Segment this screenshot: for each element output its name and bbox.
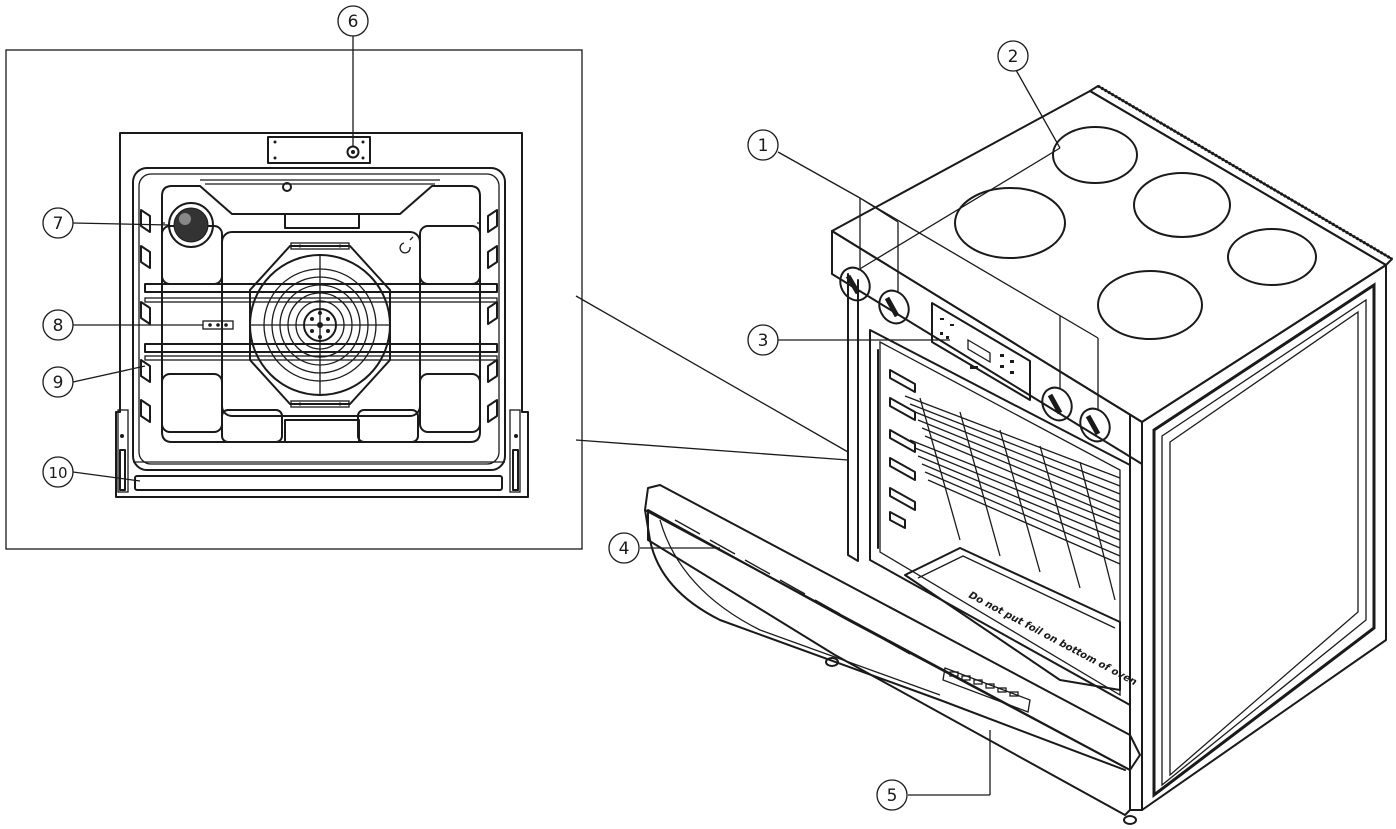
oven-cavity-opening: [869, 329, 1131, 706]
cooktop-surface: [831, 90, 1387, 423]
element-front-right: [1097, 270, 1203, 340]
svg-text:7: 7: [53, 214, 64, 234]
oven-lamp: [168, 202, 214, 248]
svg-text:5: 5: [887, 786, 898, 806]
oven-floor: [904, 547, 1121, 691]
oven-racks: [144, 283, 498, 361]
svg-text:10: 10: [48, 464, 67, 482]
temperature-sensor: [202, 320, 234, 330]
callout-9: 9: [42, 366, 74, 398]
element-center-left: [954, 187, 1066, 259]
control-knobs: [839, 266, 1111, 443]
front-foot-left: [825, 657, 839, 667]
callout-1: 1: [747, 129, 779, 161]
oven-floor-warning: Do not put foil on bottom of oven: [967, 590, 1139, 688]
door-switch: [346, 145, 360, 159]
element-rear-left: [1052, 126, 1138, 184]
rack-guides: [889, 369, 916, 529]
element-center: [1133, 172, 1231, 238]
broil-element: [200, 179, 440, 185]
svg-text:9: 9: [53, 373, 64, 393]
display-panel: [931, 302, 1031, 401]
callout-10: 10: [42, 456, 74, 488]
zoom-line-bottom: [575, 439, 849, 461]
storage-drawer: [647, 509, 1131, 816]
range-isometric-view: Do not put foil on bottom of oven: [644, 84, 1393, 825]
convection-fan-grille: [249, 254, 391, 396]
callout-5: 5: [876, 779, 908, 811]
inner-cavity: [132, 167, 506, 471]
svg-text:6: 6: [348, 12, 359, 32]
callout-8: 8: [42, 309, 74, 341]
rack-supports: [140, 209, 498, 423]
svg-text:8: 8: [53, 316, 64, 336]
door-switch-plate: [267, 136, 371, 164]
back-panel: [161, 185, 481, 443]
zoom-line-top: [575, 295, 849, 453]
oven-cavity-front: [115, 132, 529, 498]
svg-text:3: 3: [758, 331, 769, 351]
lower-vent: [134, 475, 503, 491]
callout-leaders: [72, 36, 1099, 796]
interior-detail-view: [5, 49, 583, 550]
front-foot-right: [1123, 815, 1137, 825]
oven-rack-wires: [904, 395, 1121, 601]
oven-door: [644, 484, 1141, 771]
cooktop-elements: [954, 126, 1317, 340]
callout-4: 4: [608, 532, 640, 564]
svg-text:1: 1: [758, 136, 769, 156]
side-panel: [1141, 264, 1387, 811]
callout-3: 3: [747, 324, 779, 356]
svg-text:4: 4: [619, 539, 630, 559]
element-right: [1227, 228, 1317, 286]
side-panel-frame: [1152, 282, 1376, 799]
callout-2: 2: [997, 40, 1029, 72]
callout-6: 6: [337, 5, 369, 37]
svg-text:2: 2: [1008, 47, 1019, 67]
callout-7: 7: [42, 207, 74, 239]
